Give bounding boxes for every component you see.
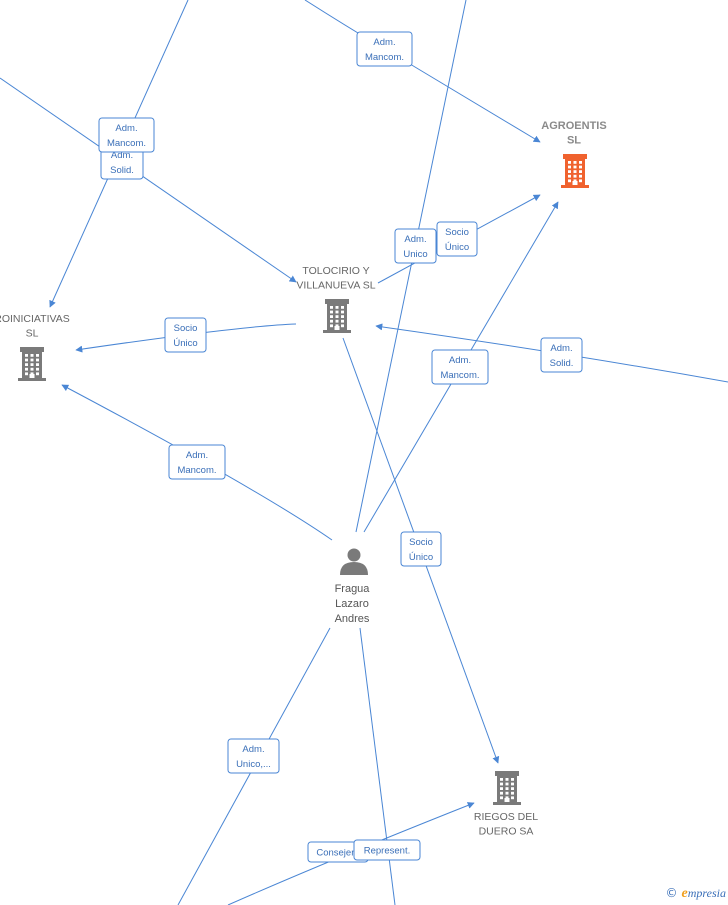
edge-left-to-tolocirio — [0, 77, 297, 283]
edge-label-l8[interactable]: Adm. Mancom. — [431, 349, 489, 385]
edge-label-l13[interactable]: Represent. — [353, 839, 421, 861]
edge-label-text: Socio — [409, 537, 433, 548]
node-label-proiniciativas: SL — [26, 328, 39, 340]
brand-initial: e — [681, 886, 688, 901]
node-label-fragua: Fragua — [335, 583, 371, 595]
building-icon — [323, 299, 351, 333]
edge-label-l3[interactable]: Adm. Mancom. — [98, 117, 155, 153]
edge-label-text: Único — [409, 552, 433, 563]
edge-label-text: Solid. — [110, 165, 134, 176]
building-icon — [18, 347, 46, 381]
edge-label-l11[interactable]: Adm. Unico,... — [227, 738, 280, 774]
edge-tolocirio-to-proiniciativas — [75, 323, 297, 353]
edge-label-text: Adm. — [115, 123, 137, 134]
edge-label-text: Mancom. — [365, 52, 404, 63]
edge-label-text: Unico,... — [236, 759, 271, 770]
node-label-riegos: DUERO SA — [479, 826, 534, 838]
edge-label-text: Mancom. — [107, 138, 146, 149]
node-label-agroentis: AGROENTIS — [541, 120, 606, 132]
edge-label-l1[interactable]: Adm. Mancom. — [356, 31, 413, 67]
brand-name: mpresia — [687, 886, 726, 900]
edge-label-text: Solid. — [550, 358, 574, 369]
node-label-fragua: Lazaro — [335, 598, 369, 610]
node-agroentis[interactable]: AGROENTIS SL — [541, 120, 607, 188]
edge-label-text: Adm. — [242, 744, 264, 755]
building-icon — [493, 771, 521, 805]
edge-top-to-agroentis — [304, 0, 541, 143]
node-riegos[interactable]: RIEGOS DEL DUERO SA — [474, 771, 538, 838]
edge-label-text: Adm. — [373, 37, 395, 48]
node-tolocirio[interactable]: TOLOCIRIO Y VILLANUEVA SL — [296, 265, 376, 333]
person-icon — [340, 548, 368, 575]
edge-label-text: Adm. — [449, 355, 471, 366]
edge-label-text: Adm. — [111, 150, 133, 161]
edge-fragua-to-bottom — [359, 627, 396, 905]
node-label-proiniciativas: ROINICIATIVAS — [0, 313, 70, 325]
building-icon — [561, 154, 589, 188]
edge-label-text: Adm. — [186, 450, 208, 461]
edge-label-text: Unico — [403, 249, 427, 260]
edge-label-text: Socio — [174, 323, 198, 334]
copyright-symbol: © — [665, 886, 678, 900]
node-label-riegos: RIEGOS DEL — [474, 811, 538, 823]
edge-fragua-to-proiniciativas — [61, 384, 333, 541]
edge-label-text: Adm. — [550, 343, 572, 354]
edge-label-text: Consejero — [316, 848, 359, 859]
node-label-agroentis: SL — [567, 135, 581, 147]
empresia-logo: ©empresia — [666, 886, 726, 902]
node-label-tolocirio: VILLANUEVA SL — [296, 280, 375, 292]
edge-label-text: Adm. — [404, 234, 426, 245]
edge-label-text: Mancom. — [440, 370, 479, 381]
edge-label-text: Socio — [445, 227, 469, 238]
edge-label-text: Único — [173, 338, 197, 349]
node-label-fragua: Andres — [335, 613, 370, 625]
edge-label-l4[interactable]: Adm. Unico — [394, 228, 437, 264]
node-proiniciativas[interactable]: ROINICIATIVAS SL — [0, 313, 70, 381]
edge-top-long-line — [355, 0, 467, 533]
node-label-tolocirio: TOLOCIRIO Y — [302, 265, 369, 277]
edge-label-text: Único — [445, 242, 469, 253]
edge-label-l7[interactable]: Adm. Solid. — [540, 337, 583, 373]
edge-label-l9[interactable]: Adm. Mancom. — [168, 444, 226, 480]
edge-label-text: Mancom. — [177, 465, 216, 476]
edge-label-text: Represent. — [364, 846, 410, 857]
